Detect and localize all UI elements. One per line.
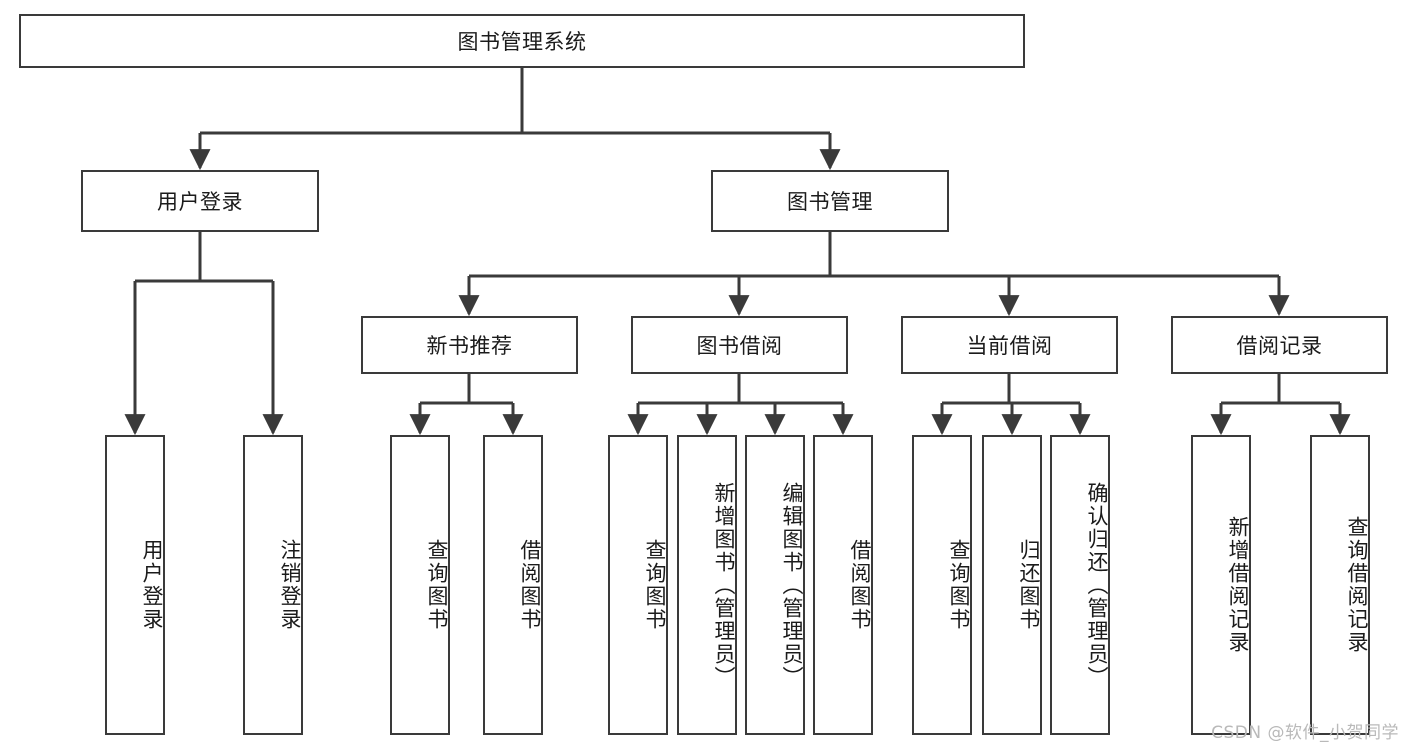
node-leaf-query-borrow-record-label: 查询借阅记录: [1345, 516, 1369, 654]
node-leaf-add-borrow-record[interactable]: 新增借阅记录: [1191, 435, 1251, 735]
node-leaf-add-book-label: 新增图书（管理员）: [712, 481, 736, 689]
node-leaf-query-book-borrow[interactable]: 查询图书: [608, 435, 668, 735]
node-user-login-label: 用户登录: [157, 190, 243, 214]
node-leaf-query-book-recommend-label: 查询图书: [425, 539, 449, 631]
node-leaf-return-book[interactable]: 归还图书: [982, 435, 1042, 735]
node-user-login[interactable]: 用户登录: [81, 170, 319, 232]
node-leaf-borrow-book-recommend[interactable]: 借阅图书: [483, 435, 543, 735]
node-new-book-recommend[interactable]: 新书推荐: [361, 316, 578, 374]
node-leaf-return-book-label: 归还图书: [1017, 539, 1041, 631]
node-leaf-borrow-book-recommend-label: 借阅图书: [518, 539, 542, 631]
node-leaf-confirm-return-label: 确认归还（管理员）: [1085, 481, 1109, 689]
node-leaf-confirm-return[interactable]: 确认归还（管理员）: [1050, 435, 1110, 735]
node-new-book-recommend-label: 新书推荐: [426, 334, 513, 358]
watermark: CSDN @软件_小贺同学: [1211, 723, 1399, 743]
node-current-borrow[interactable]: 当前借阅: [901, 316, 1118, 374]
node-leaf-user-login[interactable]: 用户登录: [105, 435, 165, 735]
node-current-borrow-label: 当前借阅: [966, 334, 1053, 358]
node-leaf-borrow-book-label: 借阅图书: [848, 539, 872, 631]
node-leaf-query-book-recommend[interactable]: 查询图书: [390, 435, 450, 735]
node-leaf-edit-book[interactable]: 编辑图书（管理员）: [745, 435, 805, 735]
node-book-borrow-label: 图书借阅: [696, 334, 783, 358]
node-leaf-logout[interactable]: 注销登录: [243, 435, 303, 735]
node-leaf-query-book-borrow-label: 查询图书: [643, 539, 667, 631]
node-leaf-user-login-label: 用户登录: [140, 539, 164, 631]
node-leaf-query-borrow-record[interactable]: 查询借阅记录: [1310, 435, 1370, 735]
node-book-manage-label: 图书管理: [787, 190, 873, 214]
node-leaf-query-book-current[interactable]: 查询图书: [912, 435, 972, 735]
node-root-label: 图书管理系统: [457, 30, 587, 54]
node-borrow-record-label: 借阅记录: [1236, 334, 1323, 358]
node-leaf-add-borrow-record-label: 新增借阅记录: [1226, 516, 1250, 654]
node-leaf-logout-label: 注销登录: [278, 539, 302, 631]
node-leaf-query-book-current-label: 查询图书: [947, 539, 971, 631]
node-root[interactable]: 图书管理系统: [19, 14, 1025, 68]
node-book-borrow[interactable]: 图书借阅: [631, 316, 848, 374]
node-borrow-record[interactable]: 借阅记录: [1171, 316, 1388, 374]
node-leaf-add-book[interactable]: 新增图书（管理员）: [677, 435, 737, 735]
node-leaf-borrow-book[interactable]: 借阅图书: [813, 435, 873, 735]
node-leaf-edit-book-label: 编辑图书（管理员）: [780, 481, 804, 689]
node-book-manage[interactable]: 图书管理: [711, 170, 949, 232]
